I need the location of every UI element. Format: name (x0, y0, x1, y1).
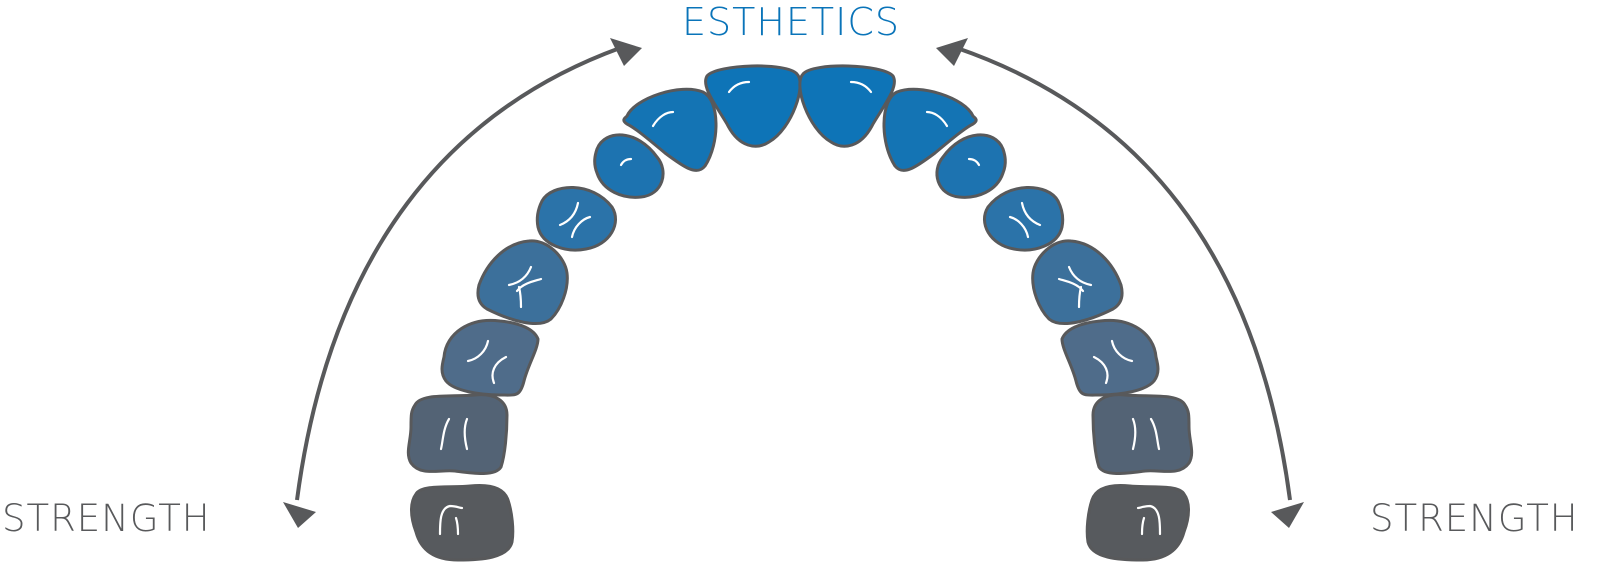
tooth-highlight (507, 265, 543, 309)
tooth-right-lateral-incisor (882, 87, 978, 172)
tooth-shape (1085, 484, 1190, 562)
tooth-highlight (1092, 339, 1134, 385)
tooth-highlight (438, 504, 464, 536)
tooth-right-second-premolar (1031, 239, 1124, 326)
left-double-arrow (295, 46, 621, 501)
tooth-left-second-molar (406, 393, 509, 475)
tooth-shape (476, 239, 569, 326)
tooth-highlight (925, 110, 949, 128)
tooth-highlight (619, 157, 633, 167)
tooth-highlight (1136, 504, 1162, 536)
tooth-highlight (439, 417, 469, 451)
tooth-highlight (849, 80, 873, 94)
tooth-shape (798, 64, 896, 148)
tooth-shape (982, 186, 1065, 252)
tooth-left-canine (593, 133, 665, 199)
tooth-shape (535, 186, 618, 252)
tooth-shape (935, 133, 1007, 199)
tooth-right-canine (935, 133, 1007, 199)
tooth-shape (406, 393, 509, 475)
tooth-left-third-molar (410, 484, 515, 562)
right-arrow-head-bottom (1271, 502, 1304, 528)
left-arrow-head-top (610, 38, 642, 66)
tooth-highlight (466, 339, 508, 385)
tooth-left-first-premolar (535, 186, 618, 252)
tooth-left-lateral-incisor (622, 87, 718, 172)
tooth-highlight (651, 110, 675, 128)
left-arrow-head-bottom (283, 502, 316, 528)
tooth-shape (1060, 318, 1160, 397)
tooth-shape (440, 318, 540, 397)
right-double-arrow (956, 46, 1292, 501)
tooth-left-central-incisor (704, 64, 802, 148)
tooth-right-second-molar (1091, 393, 1194, 475)
strength-label-right: STRENGTH (1370, 497, 1579, 540)
tooth-shape (1091, 393, 1194, 475)
tooth-shape (622, 87, 718, 172)
tooth-highlight (967, 157, 981, 167)
tooth-highlight (1008, 201, 1042, 239)
right-arrow-head-top (936, 38, 968, 66)
tooth-left-first-molar (440, 318, 540, 397)
esthetics-label: ESTHETICS (682, 0, 900, 44)
tooth-shape (593, 133, 665, 199)
tooth-shape (410, 484, 515, 562)
tooth-shape (704, 64, 802, 148)
tooth-right-first-molar (1060, 318, 1160, 397)
tooth-highlight (1057, 265, 1093, 309)
tooth-shape (882, 87, 978, 172)
tooth-highlight (558, 201, 592, 239)
tooth-shape (1031, 239, 1124, 326)
tooth-highlight (727, 80, 751, 94)
tooth-right-third-molar (1085, 484, 1190, 562)
tooth-left-second-premolar (476, 239, 569, 326)
strength-label-left: STRENGTH (2, 497, 211, 540)
tooth-highlight (1131, 417, 1161, 451)
teeth-group (406, 64, 1194, 562)
tooth-right-central-incisor (798, 64, 896, 148)
tooth-right-first-premolar (982, 186, 1065, 252)
